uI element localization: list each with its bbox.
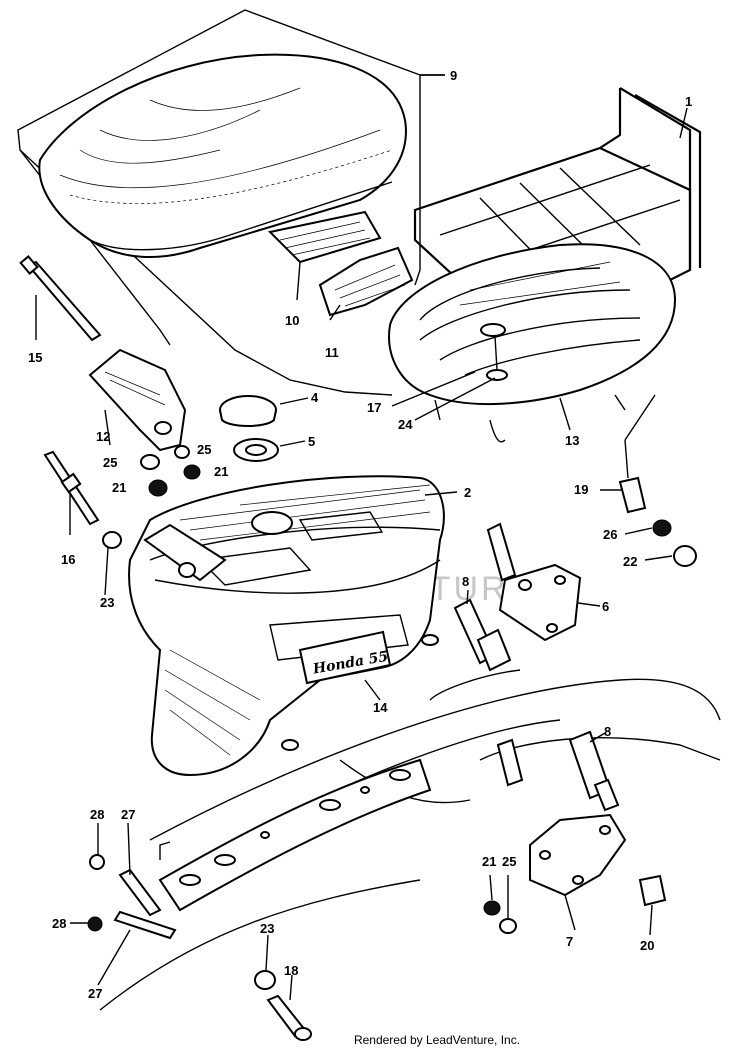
- spacer-bolt-lower: [568, 730, 620, 812]
- callout-6: 6: [602, 599, 609, 614]
- seat: [38, 53, 407, 258]
- callout-28-lower: 28: [52, 916, 66, 931]
- seat-pad-10: [267, 210, 382, 264]
- callout-17: 17: [367, 400, 381, 415]
- tool-box: [128, 475, 445, 777]
- footer-credit: Rendered by LeadVenture, Inc.: [354, 1033, 520, 1047]
- bolt-18: [266, 994, 312, 1041]
- cap-gasket: [233, 438, 279, 462]
- callout-25-left: 25: [103, 455, 117, 470]
- bolt-19: [618, 476, 647, 514]
- callout-18: 18: [284, 963, 298, 978]
- callout-10: 10: [285, 313, 299, 328]
- callout-21-lower: 21: [482, 854, 496, 869]
- callout-21-left: 21: [112, 480, 126, 495]
- callout-9: 9: [450, 68, 457, 83]
- callout-21-right: 21: [214, 464, 228, 479]
- callout-25-right: 25: [197, 442, 211, 457]
- mount-bracket-upper: [486, 522, 582, 642]
- callout-12: 12: [96, 429, 110, 444]
- callout-16: 16: [61, 552, 75, 567]
- stud-27-lower: [113, 910, 177, 940]
- seat-group-bracket: [17, 9, 445, 396]
- leader-lines: [35, 74, 688, 1001]
- stud-bolt: [43, 450, 100, 526]
- washer-25-c: [499, 918, 517, 934]
- callout-24: 24: [398, 417, 413, 432]
- callout-11: 11: [325, 345, 339, 360]
- seat-pad-11: [318, 246, 414, 317]
- callout-13: 13: [565, 433, 579, 448]
- nut-21-a: [148, 479, 168, 497]
- cap-nut-22: [673, 545, 697, 567]
- callout-8-lower: 8: [604, 724, 611, 739]
- callout-2: 2: [464, 485, 471, 500]
- washer-23-top: [102, 531, 122, 549]
- callout-23-upper: 23: [100, 595, 114, 610]
- bolt-20: [638, 874, 667, 907]
- nut-21-b: [183, 464, 201, 480]
- filler-cap: [219, 395, 277, 427]
- long-bolt: [19, 255, 102, 342]
- callout-23-lower: 23: [260, 921, 274, 936]
- callout-26: 26: [603, 527, 617, 542]
- stud-27-upper: [118, 868, 162, 917]
- nut-28-upper: [89, 854, 105, 870]
- callout-8-upper: 8: [462, 574, 469, 589]
- callout-1: 1: [685, 94, 692, 109]
- callout-15: 15: [28, 350, 42, 365]
- callout-19: 19: [574, 482, 588, 497]
- washer-25-b: [174, 445, 190, 459]
- callout-25-lower: 25: [502, 854, 516, 869]
- callout-7: 7: [566, 934, 573, 949]
- callout-5: 5: [308, 434, 315, 449]
- nut-28-lower: [87, 916, 103, 932]
- callout-27-upper: 27: [121, 807, 135, 822]
- washer-23-bottom: [254, 970, 276, 990]
- callout-22: 22: [623, 554, 637, 569]
- rear-fender: [99, 669, 721, 1011]
- callout-28-upper: 28: [90, 807, 104, 822]
- callout-4: 4: [311, 390, 319, 405]
- spacer-bolt-upper: [453, 598, 512, 672]
- mount-bracket-lower: [496, 738, 627, 897]
- nut-21-c: [483, 900, 501, 916]
- washer-26: [652, 519, 672, 537]
- callout-27-lower: 27: [88, 986, 102, 1001]
- seat-bracket: [88, 348, 187, 452]
- nut-25-a: [140, 454, 160, 470]
- callout-14: 14: [373, 700, 388, 715]
- callout-20: 20: [640, 938, 654, 953]
- carrier-plate: [388, 243, 677, 443]
- callout-numbers: 1 2 4 5 6 7 8 8 9 10 11 12 13 14 15 16 1…: [28, 68, 692, 1001]
